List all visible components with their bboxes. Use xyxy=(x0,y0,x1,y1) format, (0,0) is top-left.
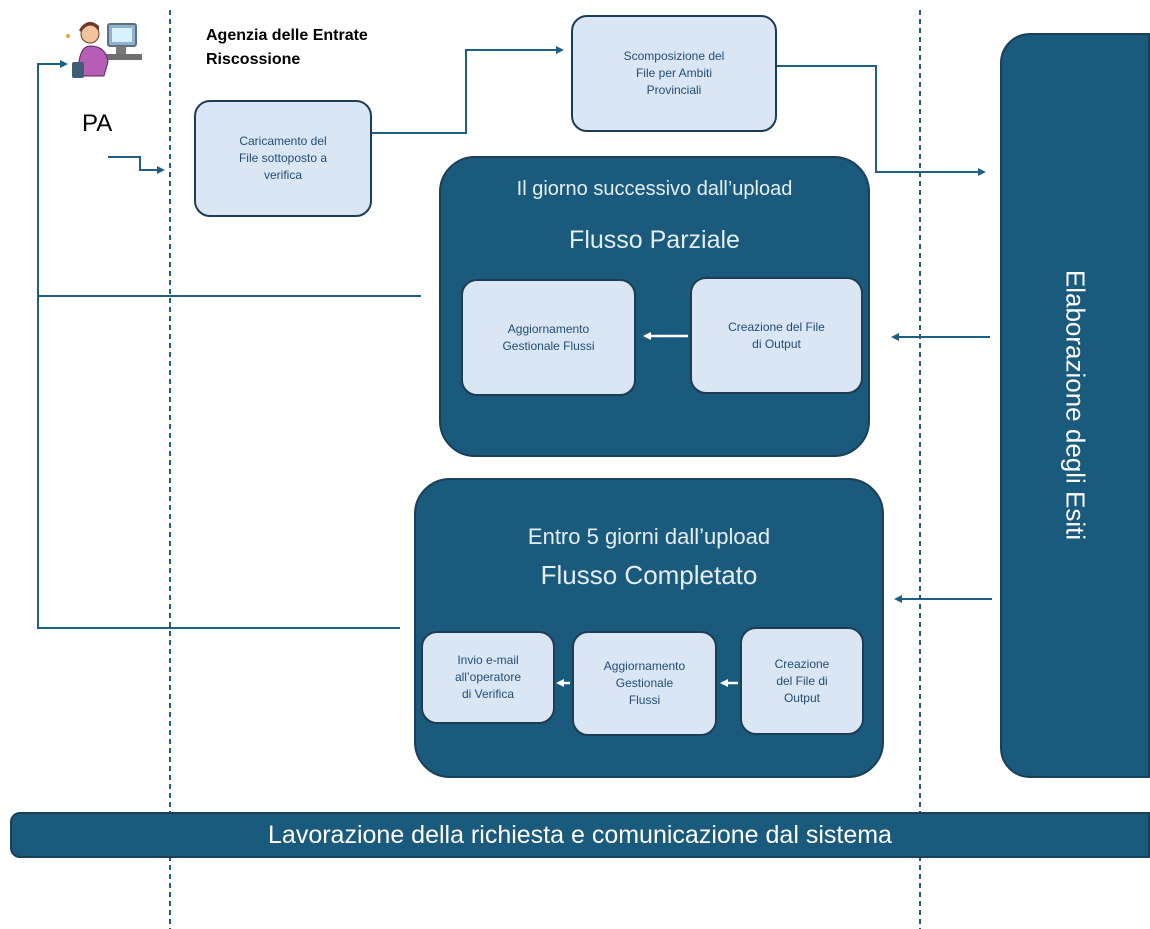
partial-flow-title: Flusso Parziale xyxy=(569,226,740,254)
arrow-pa-to-upload xyxy=(108,156,165,174)
outcomes-panel xyxy=(1000,33,1150,778)
complete-create-step-box: Creazione del File di Output xyxy=(740,627,864,735)
pa-label: PA xyxy=(82,110,113,137)
agency-title: Agenzia delle Entrate Riscossione xyxy=(206,27,368,68)
partial-update-step-box: Aggiornamento Gestionale Flussi xyxy=(461,279,636,396)
partial-create-step-box: Creazione del File di Output xyxy=(690,277,863,394)
person-at-computer-icon xyxy=(64,18,144,85)
arrow-upload-to-split xyxy=(372,46,564,134)
footer-label: Lavorazione della richiesta e comunicazi… xyxy=(268,820,892,849)
partial-flow-header: Il giorno successivo dall’upload xyxy=(516,178,793,200)
complete-update-step-box: Aggiornamento Gestionale Flussi xyxy=(572,631,717,736)
split-step-box: Scomposizione del File per Ambiti Provin… xyxy=(571,15,777,132)
upload-step-box: Caricamento del File sottoposto a verifi… xyxy=(194,100,372,217)
arrow-feedback-to-pa xyxy=(37,60,400,629)
footer-bar: Lavorazione della richiesta e comunicazi… xyxy=(10,812,1150,858)
complete-flow-title: Flusso Completato xyxy=(540,560,758,590)
arrow-split-to-outcomes xyxy=(777,65,986,176)
complete-flow-header: Entro 5 giorni dall’upload xyxy=(527,524,771,549)
outcomes-label: Elaborazione degli Esiti xyxy=(1060,269,1091,541)
complete-email-step-box: Invio e-mail all’operatore di Verifica xyxy=(421,631,555,724)
